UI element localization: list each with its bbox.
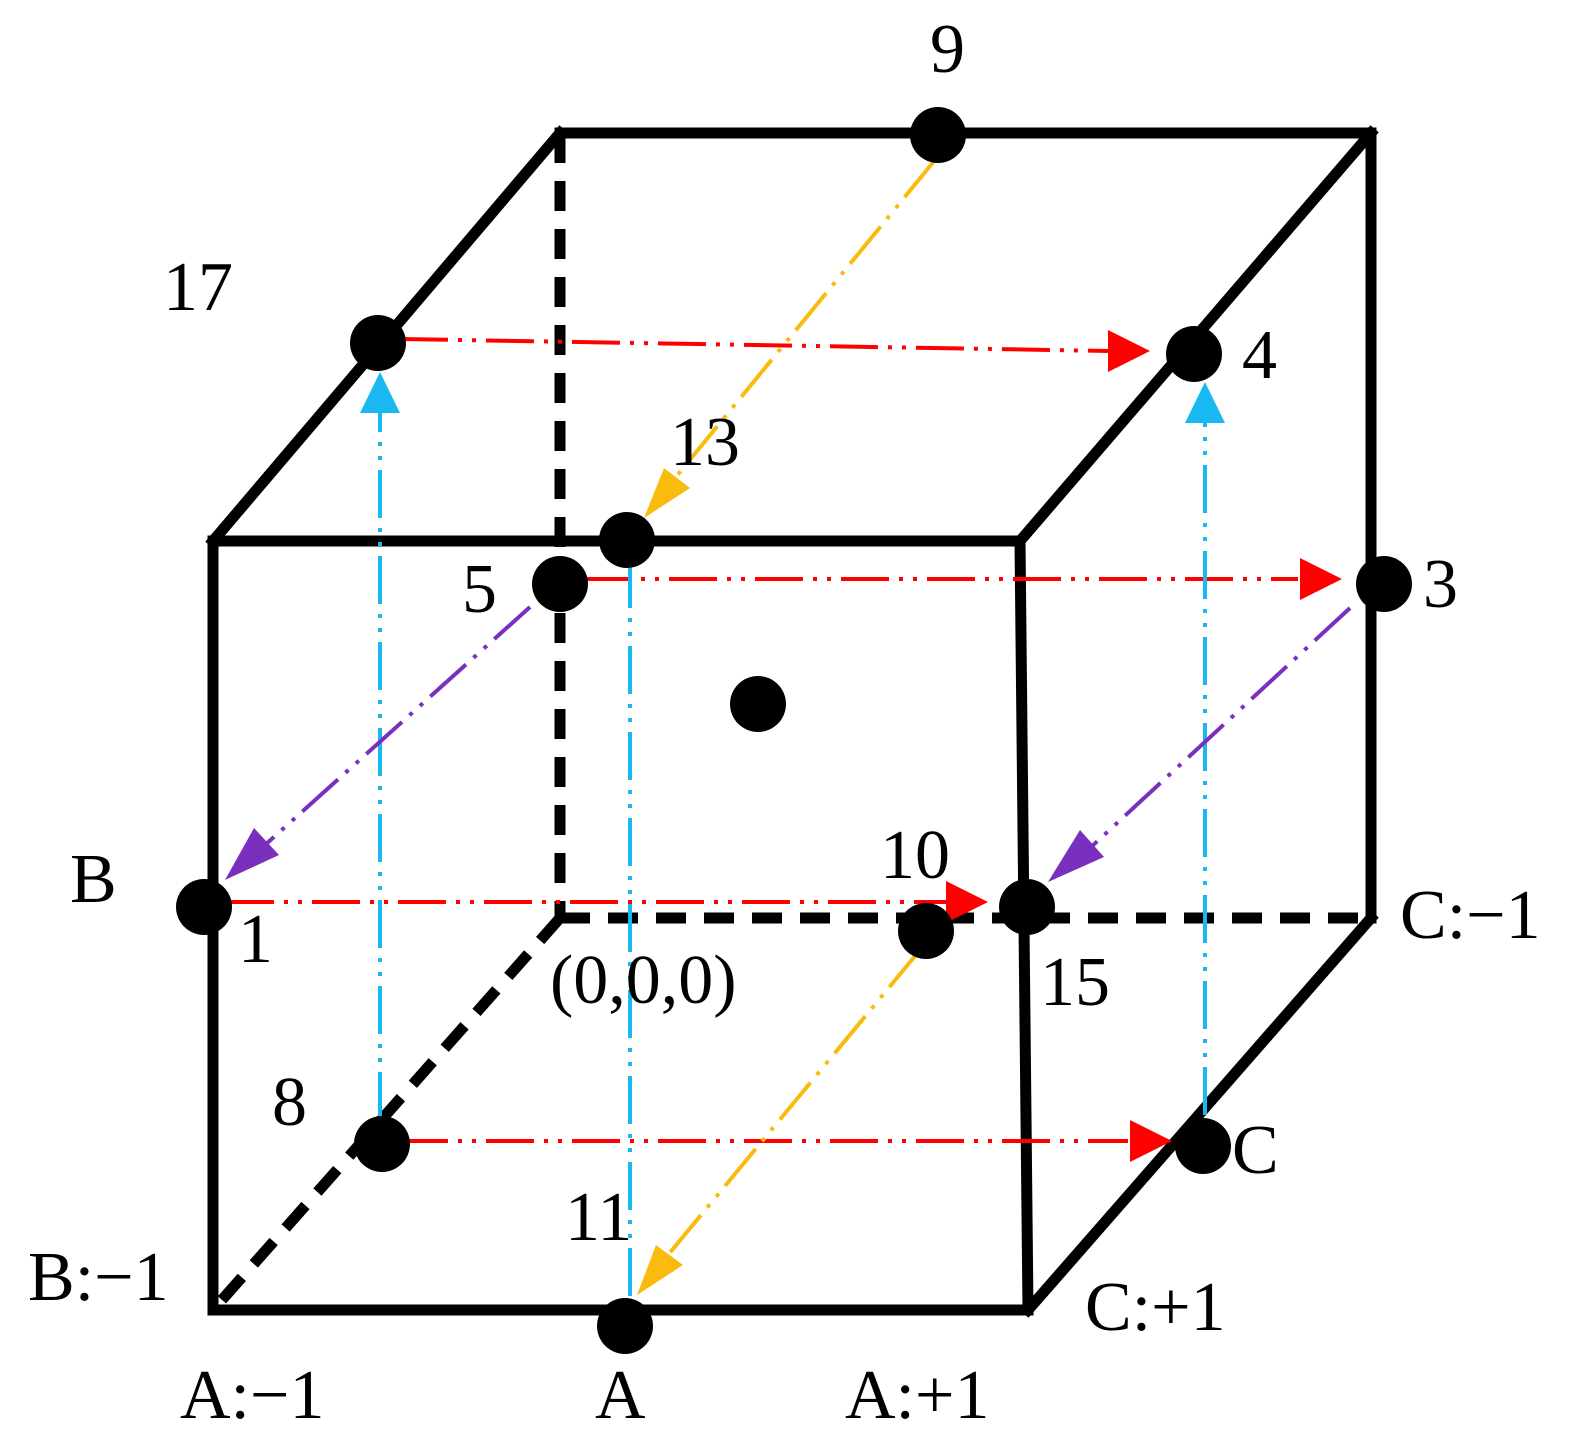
yellow-arrow-9-to-13 xyxy=(673,158,937,480)
label-origin: (0,0,0) xyxy=(550,942,737,1019)
point-9 xyxy=(910,107,966,163)
label-a-minus: A:−1 xyxy=(180,1357,324,1434)
blue-arrowheads xyxy=(360,372,1225,423)
point-8 xyxy=(354,1116,410,1172)
point-a xyxy=(597,1298,653,1354)
label-c: C xyxy=(1232,1112,1279,1189)
label-a-plus: A:+1 xyxy=(845,1357,989,1434)
label-9: 9 xyxy=(930,11,965,88)
label-13: 13 xyxy=(670,404,740,481)
blue-arrows xyxy=(378,410,1207,1300)
point-5 xyxy=(532,556,588,612)
point-1 xyxy=(176,879,232,935)
red-arrowheads xyxy=(946,330,1342,1162)
label-a: A xyxy=(595,1357,646,1434)
labels: 9 17 4 13 5 3 B 1 10 15 (0,0,0) C:−1 8 C… xyxy=(28,11,1541,1434)
yellow-arrowheads xyxy=(637,468,690,1295)
red-arrowhead-15 xyxy=(946,881,988,923)
yellow-arrowhead-13 xyxy=(644,468,690,518)
point-4 xyxy=(1166,326,1222,382)
yellow-arrow-10-to-a xyxy=(666,948,922,1257)
point-10 xyxy=(898,903,954,959)
label-15: 15 xyxy=(1040,944,1110,1021)
label-c-plus: C:+1 xyxy=(1085,1269,1226,1346)
yellow-arrowhead-a xyxy=(637,1245,683,1295)
label-5: 5 xyxy=(462,551,497,628)
purple-arrowhead-1 xyxy=(225,828,279,880)
red-arrow-17-to-4 xyxy=(399,337,1111,353)
point-13 xyxy=(599,512,655,568)
purple-arrow-5-to-1 xyxy=(263,605,532,847)
red-arrows xyxy=(226,337,1298,1143)
label-17: 17 xyxy=(163,249,233,326)
point-center xyxy=(730,676,786,732)
label-4: 4 xyxy=(1242,317,1277,394)
back-top-and-right-edges xyxy=(554,127,1377,924)
label-b: B xyxy=(70,841,117,918)
hidden-edges xyxy=(208,133,1371,1314)
blue-arrowhead-4 xyxy=(1185,382,1225,423)
point-17 xyxy=(350,315,406,371)
label-8: 8 xyxy=(272,1064,307,1141)
red-arrowhead-3 xyxy=(1300,558,1342,600)
purple-arrowheads xyxy=(225,828,1104,882)
label-3: 3 xyxy=(1423,546,1458,623)
label-c-minus: C:−1 xyxy=(1400,877,1541,954)
hidden-edge-diagonal xyxy=(208,914,565,1314)
purple-arrow-3-to-15 xyxy=(1088,606,1352,850)
red-arrowhead-4 xyxy=(1108,330,1150,372)
design-points xyxy=(176,107,1412,1354)
point-15 xyxy=(999,879,1055,935)
bottom-right-diagonal-edge xyxy=(1020,910,1379,1318)
point-c xyxy=(1175,1118,1231,1174)
blue-arrowhead-17 xyxy=(360,372,400,413)
label-10: 10 xyxy=(880,817,950,894)
point-3 xyxy=(1356,556,1412,612)
label-1: 1 xyxy=(238,901,273,978)
yellow-arrows xyxy=(666,158,937,1257)
label-11: 11 xyxy=(565,1179,632,1256)
label-b-minus: B:−1 xyxy=(28,1239,169,1316)
red-arrowhead-c xyxy=(1130,1120,1172,1162)
purple-arrowhead-15 xyxy=(1048,830,1104,882)
purple-arrows xyxy=(263,605,1352,850)
